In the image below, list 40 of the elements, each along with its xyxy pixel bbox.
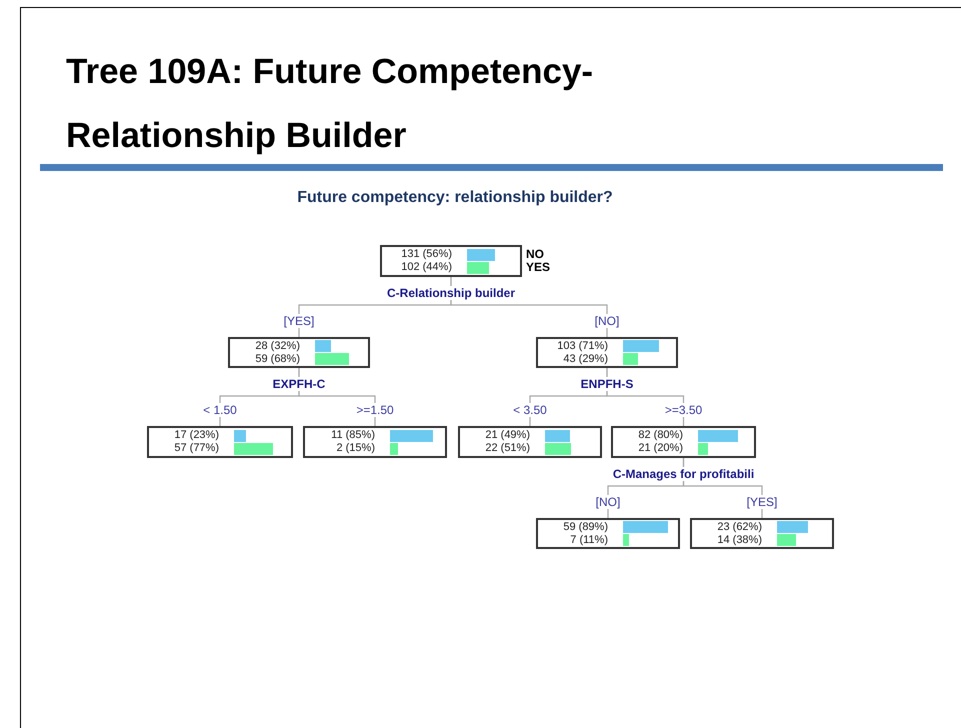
count-percent-text: 82 (80%) [637, 429, 683, 442]
count-percent-text: 22 (51%) [484, 442, 530, 455]
edge-label: >=3.50 [662, 403, 704, 417]
tree-node-box [458, 426, 602, 458]
count-percent-text: 21 (49%) [484, 429, 530, 442]
count-percent-text: 28 (32%) [254, 340, 300, 352]
slide-title: Tree 109A: Future Competency-Relationship Builder [66, 51, 594, 157]
count-percent-text: 14 (38%) [716, 534, 762, 546]
count-percent-text: 2 (15%) [335, 442, 375, 455]
tree-node-box [690, 518, 834, 549]
count-percent-text: 103 (71%) [556, 340, 608, 352]
edge-label: < 1.50 [201, 403, 239, 417]
count-percent-text: 21 (20%) [637, 442, 683, 455]
edge-label: [NO] [594, 495, 622, 509]
count-percent-text: 11 (85%) [330, 429, 375, 442]
count-percent-text: 57 (77%) [173, 442, 219, 455]
count-percent-text: 59 (89%) [562, 520, 608, 534]
legend-label: NO [526, 248, 544, 261]
edge-label: [NO] [592, 314, 622, 328]
count-percent-text: 102 (44%) [400, 261, 452, 274]
tree-connector [450, 277, 608, 337]
count-percent-text: 131 (56%) [400, 248, 452, 261]
tree-node-box [147, 426, 293, 458]
tree-node-box [536, 518, 680, 549]
edge-label: >=1.50 [354, 403, 396, 417]
chart-heading: Future competency: relationship builder? [296, 188, 614, 208]
count-percent-text: 23 (62%) [716, 520, 762, 534]
tree-node-box [611, 426, 756, 458]
count-percent-text: 7 (11%) [569, 534, 608, 546]
edge-label: < 3.50 [511, 403, 549, 417]
legend-label: YES [526, 261, 550, 274]
count-percent-text: 43 (29%) [562, 352, 608, 366]
count-percent-text: 17 (23%) [173, 429, 219, 442]
edge-label: [YES] [282, 314, 316, 328]
tree-node-box [380, 245, 522, 277]
count-percent-text: 59 (68%) [254, 352, 300, 366]
tree-node-box [303, 426, 447, 458]
tree-node-box [228, 337, 370, 368]
tree-node-box [536, 337, 678, 368]
edge-label: [YES] [744, 495, 780, 509]
